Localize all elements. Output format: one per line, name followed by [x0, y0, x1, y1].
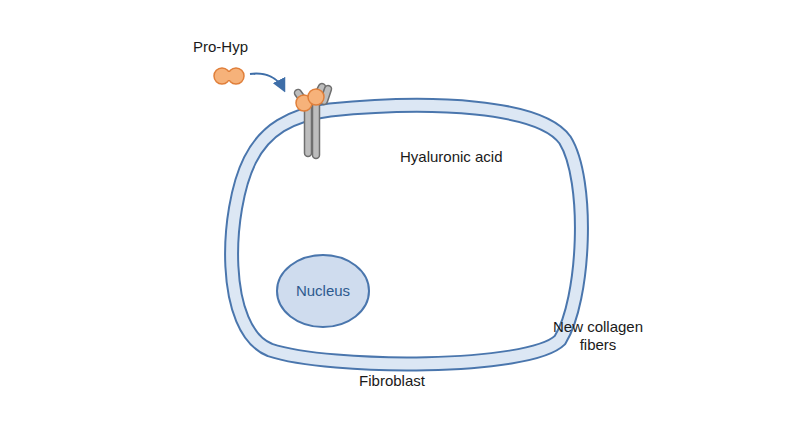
- molecule-label: Pro-Hyp: [193, 38, 283, 56]
- molecule-label: Hyaluronic acid: [400, 148, 540, 166]
- cell-name: Fibroblast: [220, 372, 564, 390]
- pro-hyp-molecule: [214, 68, 244, 84]
- organelle-name: Nucleus: [266, 282, 380, 300]
- cell-outline: Fibroblast Nucleus: [220, 95, 600, 395]
- nucleus-ellipse: Nucleus: [266, 254, 380, 328]
- cell-shape: [220, 95, 600, 395]
- uptake-arrow: [250, 74, 284, 90]
- product-label: New collagen fibers: [540, 318, 656, 354]
